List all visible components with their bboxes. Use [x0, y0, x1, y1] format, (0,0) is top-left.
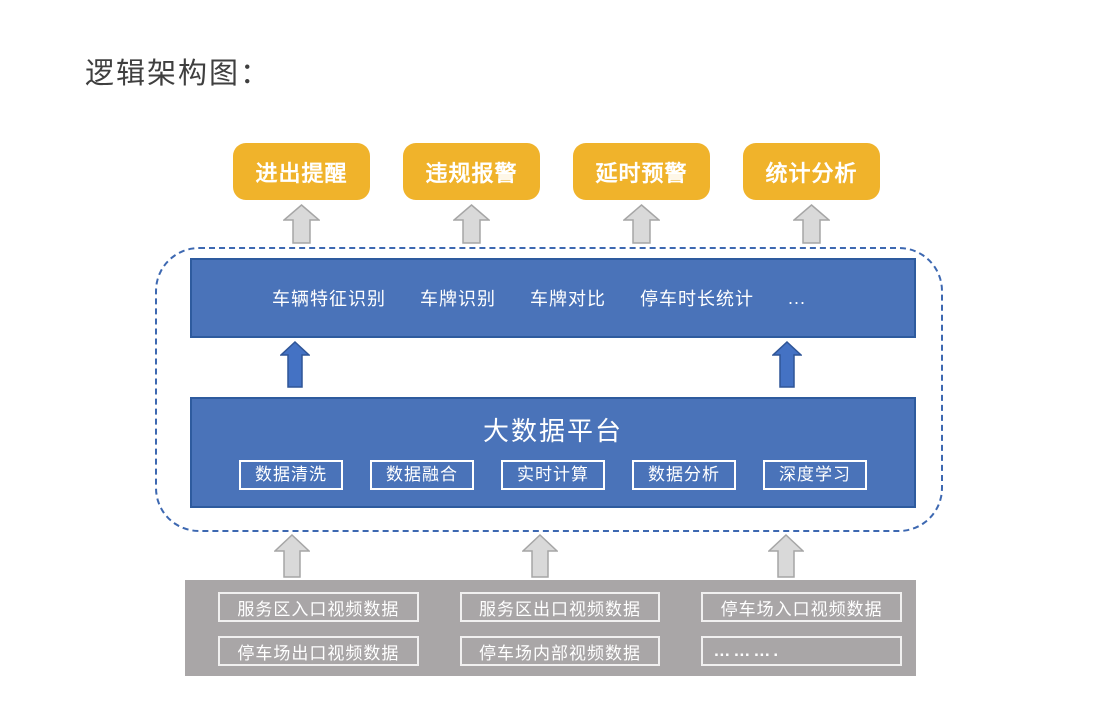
up-arrow-icon [522, 534, 558, 578]
module-data-cleaning: 数据清洗 [239, 460, 343, 490]
service-plate-recognition: 车牌识别 [420, 289, 496, 309]
up-arrow-icon [274, 534, 310, 578]
source-ellipsis: ………. [701, 636, 902, 666]
up-arrow-icon [772, 341, 802, 388]
up-arrow-icon [453, 204, 490, 244]
module-data-analysis: 数据分析 [632, 460, 736, 490]
analytics-services-bar: 车辆特征识别 车牌识别 车牌对比 停车时长统计 ... [190, 258, 916, 338]
source-service-area-exit-video: 服务区出口视频数据 [459, 592, 661, 622]
up-arrow-icon [283, 204, 320, 244]
platform-boundary [155, 247, 943, 532]
output-statistics-analysis: 统计分析 [743, 143, 880, 200]
service-parking-duration-stats: 停车时长统计 [640, 289, 754, 309]
video-sources-panel: 服务区入口视频数据 服务区出口视频数据 停车场入口视频数据 停车场出口视频数据 … [185, 580, 916, 676]
source-parking-lot-exit-video: 停车场出口视频数据 [218, 636, 419, 666]
up-arrow-icon [793, 204, 830, 244]
output-delay-warning: 延时预警 [573, 143, 710, 200]
service-ellipsis: ... [788, 287, 807, 308]
platform-title: 大数据平台 [482, 416, 623, 446]
module-realtime-computing: 实时计算 [501, 460, 605, 490]
module-data-fusion: 数据融合 [370, 460, 474, 490]
output-violation-alarm: 违规报警 [403, 143, 540, 200]
big-data-platform-box: 大数据平台 数据清洗 数据融合 实时计算 数据分析 深度学习 [190, 397, 916, 508]
source-parking-lot-entrance-video: 停车场入口视频数据 [701, 592, 902, 622]
up-arrow-icon [280, 341, 310, 388]
module-deep-learning: 深度学习 [763, 460, 867, 490]
output-entry-exit-alert: 进出提醒 [233, 143, 370, 200]
service-vehicle-feature-recognition: 车辆特征识别 [272, 289, 386, 309]
source-parking-lot-interior-video: 停车场内部视频数据 [459, 636, 661, 666]
up-arrow-icon [768, 534, 804, 578]
up-arrow-icon [623, 204, 660, 244]
service-plate-comparison: 车牌对比 [530, 289, 606, 309]
platform-modules-row: 数据清洗 数据融合 实时计算 数据分析 深度学习 [192, 460, 914, 490]
source-service-area-entrance-video: 服务区入口视频数据 [218, 592, 419, 622]
page-title: 逻辑架构图： [85, 58, 272, 90]
